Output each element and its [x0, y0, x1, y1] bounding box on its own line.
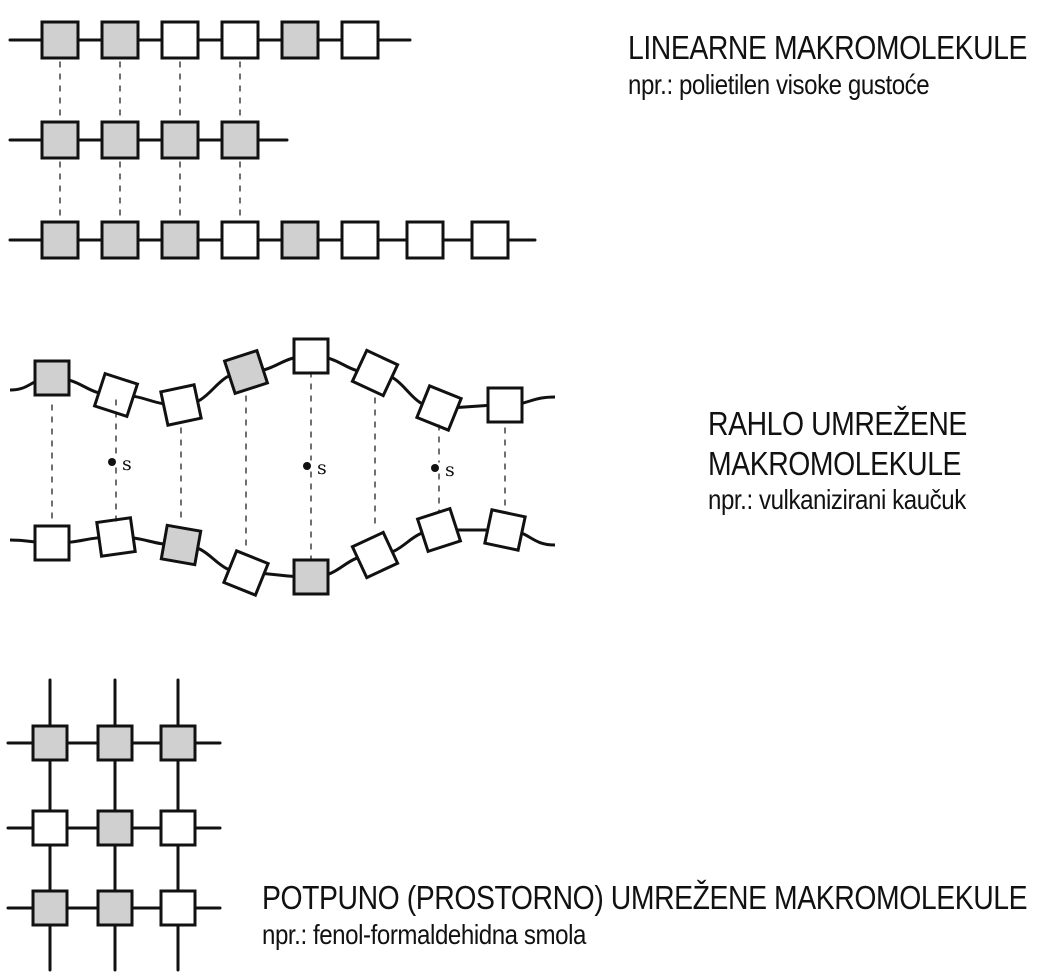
loose-monomer-unit	[292, 337, 330, 375]
loose-monomer-unit	[350, 348, 400, 398]
loose-monomer-unit	[33, 524, 71, 562]
linear-monomer-unit	[340, 220, 380, 260]
linear-monomer-unit	[100, 220, 140, 260]
loose-monomer-unit	[292, 558, 330, 596]
network-monomer-unit	[159, 724, 197, 762]
linear-monomer-unit	[280, 220, 320, 260]
linear-monomer-unit	[100, 20, 140, 60]
loose-monomer-unit	[414, 383, 464, 433]
linear-monomer-unit	[40, 20, 80, 60]
linear-monomer-unit	[40, 220, 80, 260]
network-monomer-unit	[96, 724, 134, 762]
loose-monomer-unit	[95, 516, 137, 558]
linear-monomer-unit	[100, 120, 140, 160]
sulfur-bridge-dot	[108, 458, 116, 466]
loose-monomer-unit	[415, 506, 463, 554]
fully-crosslinked-caption: POTPUNO (PROSTORNO) UMREŽENE MAKROMOLEKU…	[262, 878, 1028, 951]
loose-top-chain	[9, 354, 556, 410]
linear-monomer-unit	[220, 20, 260, 60]
linear-example: npr.: polietilen visoke gustoće	[628, 68, 930, 100]
sulfur-bridge-label: s	[317, 457, 327, 479]
loosely-crosslinked-example: npr.: vulkanizirani kaučuk	[708, 484, 966, 516]
loose-monomer-unit	[159, 383, 203, 427]
linear-monomer-unit	[220, 120, 260, 160]
network-monomer-unit	[31, 889, 69, 927]
loose-monomer-unit	[350, 530, 400, 580]
linear-monomer-unit	[160, 120, 200, 160]
linear-monomer-unit	[340, 20, 380, 60]
network-monomer-unit	[159, 889, 197, 927]
loose-monomer-unit	[222, 348, 270, 396]
loose-monomer-unit	[33, 359, 71, 397]
fully-crosslinked-title: POTPUNO (PROSTORNO) UMREŽENE MAKROMOLEKU…	[262, 879, 1028, 916]
network-monomer-unit	[159, 809, 197, 847]
network-monomer-unit	[31, 724, 69, 762]
linear-monomer-unit	[220, 220, 260, 260]
loose-monomer-unit	[483, 508, 527, 552]
linear-monomer-unit	[405, 220, 445, 260]
linear-monomer-unit	[160, 220, 200, 260]
loosely-crosslinked-title-line2: MAKROMOLEKULE	[708, 444, 962, 482]
linear-monomer-unit	[160, 20, 200, 60]
linear-title: LINEARNE MAKROMOLEKULE	[628, 29, 1028, 66]
loosely-crosslinked-title-line1: RAHLO UMREŽENE	[708, 405, 967, 442]
sulfur-bridge-dot	[431, 464, 439, 472]
loose-monomer-unit	[92, 371, 140, 419]
linear-monomer-unit	[470, 220, 510, 260]
linear-caption: LINEARNE MAKROMOLEKULE npr.: polietilen …	[628, 28, 1027, 101]
loose-monomer-unit	[221, 548, 271, 598]
sulfur-bridge-label: s	[445, 459, 455, 481]
sulfur-bridge-dot	[303, 462, 311, 470]
loosely-crosslinked-caption: RAHLO UMREŽENE MAKROMOLEKULE npr.: vulka…	[708, 404, 967, 517]
fully-crosslinked-example: npr.: fenol-formaldehidna smola	[262, 918, 586, 950]
network-monomer-unit	[96, 889, 134, 927]
network-monomer-unit	[31, 809, 69, 847]
loose-bottom-chain	[9, 528, 556, 579]
linear-monomer-unit	[40, 120, 80, 160]
loose-monomer-unit	[486, 386, 524, 424]
linear-chains-panel	[8, 20, 537, 260]
network-monomer-unit	[96, 809, 134, 847]
fully-crosslinked-panel	[6, 678, 222, 972]
sulfur-bridge-label: s	[122, 453, 132, 475]
loose-monomer-unit	[159, 523, 203, 567]
linear-monomer-unit	[280, 20, 320, 60]
